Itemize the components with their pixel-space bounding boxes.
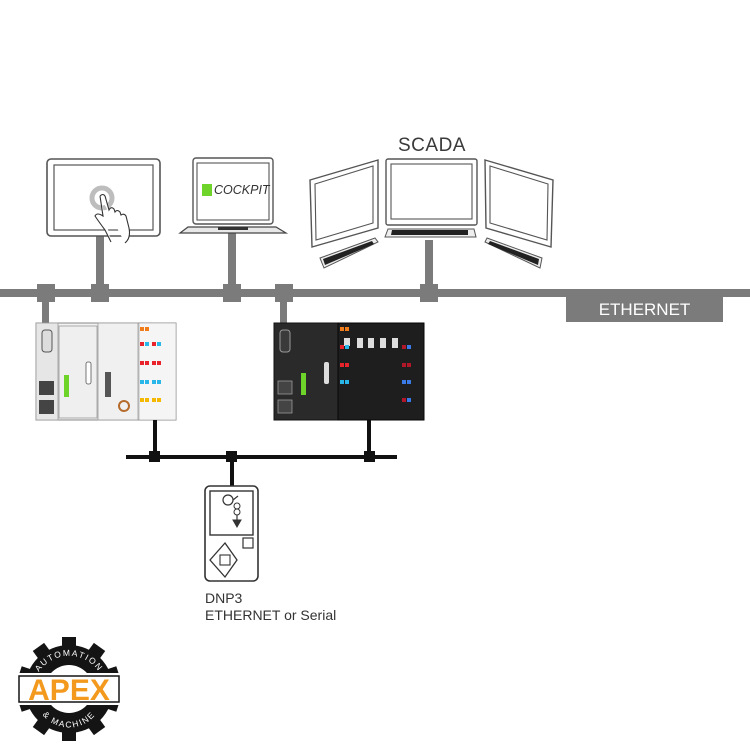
- field-drop: [367, 420, 371, 457]
- junction: [91, 284, 109, 302]
- touch-panel-icon: [46, 158, 161, 244]
- field-bus-protocol: DNP3: [205, 590, 243, 606]
- io-terminals: [138, 322, 177, 421]
- junction: [420, 284, 438, 302]
- scada-workstation-icon: [309, 158, 554, 269]
- field-drop: [230, 455, 234, 487]
- laptop-icon: [178, 157, 289, 234]
- ethernet-label: ETHERNET: [566, 296, 723, 322]
- junction: [364, 451, 375, 462]
- junction: [226, 451, 237, 462]
- scada-drop: [425, 240, 433, 291]
- field-bus-label: DNP3 ETHERNET or Serial: [205, 590, 336, 624]
- junction: [275, 284, 293, 302]
- controller-dark-drop: [280, 295, 287, 325]
- field-bus-medium: ETHERNET or Serial: [205, 607, 337, 623]
- scada-label: SCADA: [398, 135, 466, 156]
- logo-main-text: APEX: [28, 674, 110, 707]
- cockpit-label: COCKPIT: [214, 183, 270, 197]
- touch-panel-drop: [96, 236, 104, 291]
- controller-light-drop: [42, 295, 49, 325]
- junction: [37, 284, 55, 302]
- ethernet-bus: [0, 233, 750, 325]
- hand-pointer-icon: [94, 193, 131, 244]
- ethernet-line: [0, 289, 750, 297]
- field-drop: [153, 420, 157, 457]
- apex-logo: APEX AUTOMATION & MACHINE: [14, 637, 124, 741]
- rtu-device-icon: [204, 485, 259, 582]
- controller-dark-icon: [273, 322, 425, 421]
- wago-logo-icon: [202, 184, 212, 196]
- field-bus: [126, 420, 397, 487]
- laptop-drop: [228, 233, 236, 291]
- controller-light-icon: [35, 322, 177, 421]
- junction: [149, 451, 160, 462]
- junction: [223, 284, 241, 302]
- field-bus-line: [126, 455, 397, 459]
